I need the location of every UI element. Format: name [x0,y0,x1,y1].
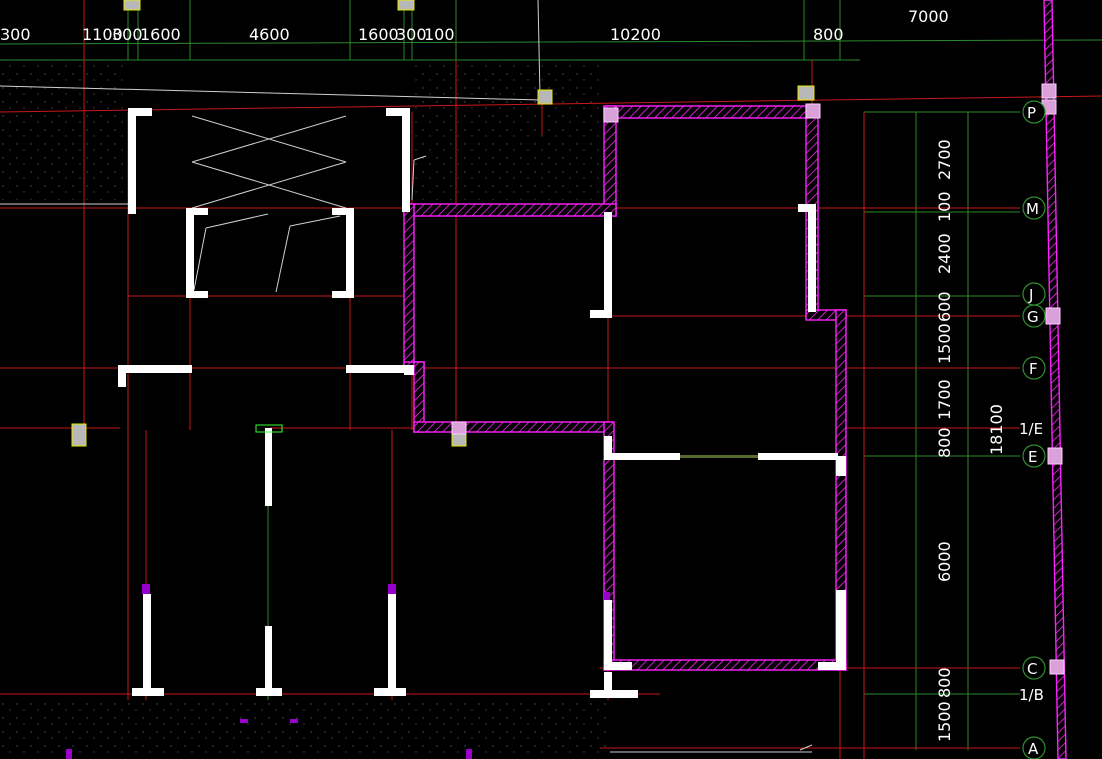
axis-label-F: F [1029,360,1038,378]
dim-600: 600 [935,291,954,322]
axis-label-C: C [1027,660,1037,678]
axis-label-J: J [1028,286,1033,304]
axis-bubbles: P M J G F 1/E E C 1/B A [1019,100,1046,759]
dim-300: 300 [0,25,31,44]
dim-1700: 1700 [935,379,954,420]
dim-2400: 2400 [935,233,954,274]
dim-1500b: 1500 [935,701,954,742]
dim-7000: 7000 [908,7,949,26]
top-dimension-labels: 300 1100 300 1600 4600 1600 300 100 1020… [0,7,949,44]
dim-18100: 18100 [987,404,1006,455]
axis-label-E: E [1028,448,1037,466]
dim-6000: 6000 [935,541,954,582]
dim-800a: 800 [935,427,954,458]
purple-markers [66,584,610,759]
dim-100-side: 100 [935,191,954,222]
axis-label-1E: 1/E [1019,420,1043,438]
dim-10200: 10200 [610,25,661,44]
columns [71,0,1065,675]
dim-300b: 300 [112,25,143,44]
dim-1100: 1100 [82,25,123,44]
dim-800b: 800 [935,667,954,698]
dim-4600: 4600 [249,25,290,44]
axis-label-A: A [1028,740,1039,758]
dim-2700: 2700 [935,139,954,180]
dim-1600b: 1600 [358,25,399,44]
dotted-hatch-regions [0,60,610,759]
dim-1600a: 1600 [140,25,181,44]
axis-label-M: M [1026,200,1039,218]
axis-label-G: G [1027,308,1039,326]
dim-1500a: 1500 [935,323,954,364]
axis-label-1B: 1/B [1019,686,1044,704]
dim-800: 800 [813,25,844,44]
dim-300c: 300 [396,25,427,44]
elevator-shaft-lines [0,0,813,753]
axis-label-P: P [1027,104,1036,122]
side-dimension-labels: 2700 100 2400 600 1500 1700 800 6000 800… [935,139,1006,742]
dim-100: 100 [424,25,455,44]
concrete-walls [118,108,846,698]
